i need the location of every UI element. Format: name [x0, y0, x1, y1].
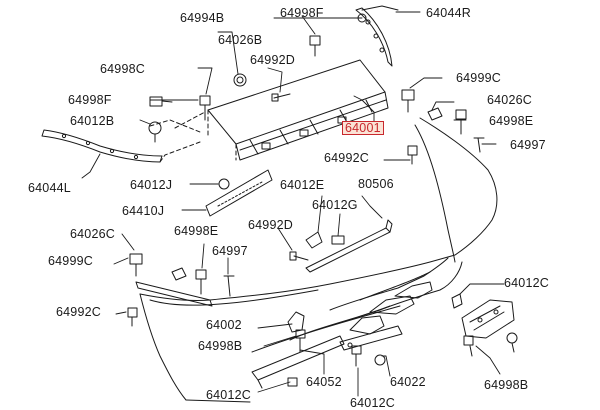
- part-label-64012B: 64012B: [70, 114, 115, 128]
- clip-64012G: [331, 235, 345, 245]
- clip-64012E: [305, 231, 323, 249]
- lower-bracket-64022: [339, 325, 403, 351]
- part-label-64001-highlighted[interactable]: 64001: [342, 121, 384, 135]
- reflector-80506: [305, 219, 393, 273]
- part-label-64998F-top: 64998F: [280, 6, 324, 20]
- right-bracket-cluster: [461, 299, 518, 357]
- reinforcement-beam: [149, 59, 389, 161]
- part-label-64999C-left: 64999C: [48, 254, 93, 268]
- bracket-64002: [287, 311, 305, 333]
- part-label-64998B-left: 64998B: [198, 339, 243, 353]
- part-label-64998C-top: 64998C: [100, 62, 145, 76]
- part-label-64997-left: 64997: [212, 244, 248, 258]
- part-label-64022: 64022: [390, 375, 426, 389]
- part-label-64992D-mid: 64992D: [248, 218, 293, 232]
- leader-lines: [81, 11, 505, 397]
- part-label-64026B: 64026B: [218, 33, 263, 47]
- part-label-64992D-top: 64992D: [250, 53, 295, 67]
- part-label-64410J: 64410J: [122, 204, 165, 218]
- part-label-64994B: 64994B: [180, 11, 225, 25]
- part-label-64997-right: 64997: [510, 138, 546, 152]
- part-label-64992C-left: 64992C: [56, 305, 101, 319]
- part-label-64012J: 64012J: [130, 178, 173, 192]
- bumper-cover: [139, 117, 498, 403]
- part-label-64012G: 64012G: [312, 198, 358, 212]
- part-label-64992C-right: 64992C: [324, 151, 369, 165]
- lower-left-molding: [135, 281, 213, 307]
- upper-retainer-right: [355, 5, 399, 67]
- part-label-64999C-right: 64999C: [456, 71, 501, 85]
- part-label-64044R: 64044R: [426, 6, 471, 20]
- part-label-64998F-left: 64998F: [68, 93, 112, 107]
- part-label-64044L: 64044L: [28, 181, 71, 195]
- part-label-64998B-right: 64998B: [484, 378, 529, 392]
- part-label-64026C-right: 64026C: [487, 93, 532, 107]
- part-label-64012C-bottom: 64012C: [206, 388, 251, 402]
- fasteners: [127, 13, 485, 387]
- part-label-64012C-right: 64012C: [504, 276, 549, 290]
- side-retainer-left: [41, 129, 201, 163]
- part-label-64026C-left: 64026C: [70, 227, 115, 241]
- part-label-64052: 64052: [306, 375, 342, 389]
- part-label-64998E-right: 64998E: [489, 114, 534, 128]
- part-label-64012C-bottom2: 64012C: [350, 396, 395, 410]
- part-label-64998E-left: 64998E: [174, 224, 219, 238]
- part-label-64012E: 64012E: [280, 178, 325, 192]
- lower-bracket-64052: [251, 335, 345, 389]
- part-label-64002: 64002: [206, 318, 242, 332]
- bracket-strip-64410J: [205, 169, 273, 217]
- part-label-80506: 80506: [358, 177, 394, 191]
